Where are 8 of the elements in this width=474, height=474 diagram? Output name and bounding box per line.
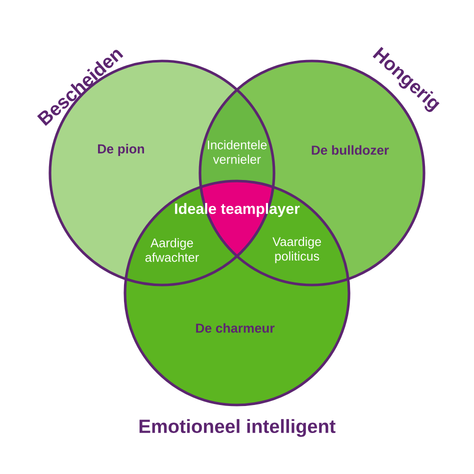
venn-circle — [124, 180, 350, 406]
region-label: De bulldozer — [312, 145, 389, 155]
region-label: Aardige afwachter — [145, 238, 199, 262]
region-label: Incidentele vernieler — [208, 140, 267, 164]
region-label: De pion — [98, 144, 144, 156]
region-label: De charmeur — [196, 323, 275, 333]
circle-heading: Emotioneel intelligent — [140, 419, 336, 437]
region-label: Vaardige politicus — [272, 236, 321, 264]
